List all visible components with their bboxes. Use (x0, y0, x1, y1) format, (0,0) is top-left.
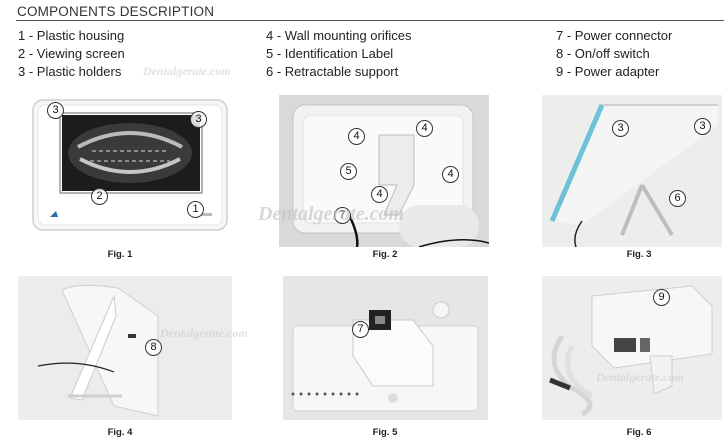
legend-item: 4 - Wall mounting orifices (266, 28, 412, 43)
callout-4: 4 (371, 186, 388, 203)
figure-5-caption: Fig. 5 (372, 427, 398, 438)
legend-item: 1 - Plastic housing (18, 28, 125, 43)
legend-item: 8 - On/off switch (556, 46, 650, 61)
legend-item: 5 - Identification Label (266, 46, 394, 61)
figure-3-caption: Fig. 3 (626, 249, 652, 260)
callout-7: 7 (352, 321, 369, 338)
viewer-side-stand-illustration (542, 95, 722, 247)
figure-2-caption: Fig. 2 (372, 249, 398, 260)
figure-1-image (30, 95, 230, 235)
callout-2: 2 (91, 188, 108, 205)
legend-item: 3 - Plastic holders (18, 64, 122, 79)
callout-1: 1 (187, 201, 204, 218)
legend-item: 9 - Power adapter (556, 64, 660, 79)
figure-6-caption: Fig. 6 (626, 427, 652, 438)
figure-4-image (18, 276, 232, 420)
section-title: COMPONENTS DESCRIPTION (17, 4, 215, 19)
figure-3-image (542, 95, 722, 247)
callout-9: 9 (653, 289, 670, 306)
callout-3: 3 (190, 111, 207, 128)
viewer-back-stand-illustration (18, 276, 232, 420)
callout-6: 6 (669, 190, 686, 207)
callout-3: 3 (47, 102, 64, 119)
legend-column-2: 4 - Wall mounting orifices 5 - Identific… (266, 27, 411, 81)
figure-6-image (542, 276, 722, 420)
figure-2-image (279, 95, 489, 247)
figure-5-image (283, 276, 488, 420)
xray-viewer-front-illustration (32, 99, 228, 231)
legend-item: 2 - Viewing screen (18, 46, 125, 61)
callout-7: 7 (334, 207, 351, 224)
header-rule (16, 20, 724, 21)
power-connector-illustration (283, 276, 488, 420)
watermark: Dentalgerate.com (143, 64, 231, 78)
power-adapter-illustration (542, 276, 722, 420)
callout-3: 3 (694, 118, 711, 135)
figure-1-caption: Fig. 1 (107, 249, 133, 260)
callout-4: 4 (442, 166, 459, 183)
housing-back-illustration (279, 95, 489, 247)
callout-5: 5 (340, 163, 357, 180)
legend-column-3: 7 - Power connector 8 - On/off switch 9 … (556, 27, 672, 81)
legend-column-1: 1 - Plastic housing 2 - Viewing screen 3… (18, 27, 125, 81)
callout-3: 3 (612, 120, 629, 137)
figure-4-caption: Fig. 4 (107, 427, 133, 438)
legend-item: 7 - Power connector (556, 28, 673, 43)
legend-item: 6 - Retractable support (266, 64, 399, 79)
callout-4: 4 (348, 128, 365, 145)
callout-4: 4 (416, 120, 433, 137)
callout-8: 8 (145, 339, 162, 356)
